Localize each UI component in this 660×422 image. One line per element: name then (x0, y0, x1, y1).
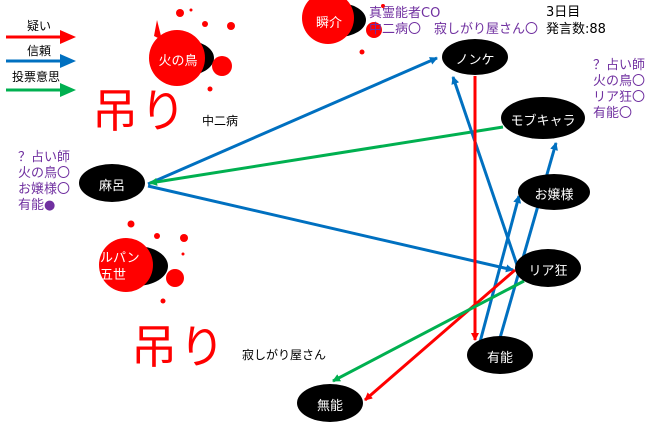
legend-arrowhead-vote (60, 83, 76, 97)
note-line: お嬢様〇 (18, 182, 71, 197)
node-shunsuke[interactable]: 瞬介 (315, 16, 342, 31)
edge-riakyo-suspect-munou (364, 268, 516, 402)
legend-suspect-label: 疑い (27, 19, 52, 33)
node-nonke[interactable]: ノンケ (455, 53, 495, 68)
legend-arrowhead-suspect (60, 30, 76, 44)
note-line: 有能● (18, 198, 56, 213)
node-riakyo[interactable]: リア狂 (528, 264, 568, 279)
legend-trust-label: 信頼 (27, 44, 52, 58)
note-line: 有能〇 (593, 106, 633, 121)
node-lupin-line2: 五世 (100, 268, 127, 283)
edge-mobu-vote-maro (149, 125, 504, 186)
note-line: 中二病〇 寂しがり屋さん〇 (369, 22, 539, 37)
hanged-sub-1: 中二病 (202, 114, 239, 128)
note-maro: ？占い師 火の鳥〇 お嬢様〇 有能● (18, 150, 70, 214)
note-line: リア狂〇 (593, 90, 646, 105)
node-hinotori-splatter[interactable] (149, 8, 235, 92)
node-mobu-shape[interactable] (501, 97, 585, 139)
node-lupin[interactable]: ルパン 五世 (100, 250, 156, 284)
day-counter: 3日目 (546, 5, 581, 20)
node-yuunou-shape[interactable] (467, 336, 533, 374)
node-hinotori[interactable]: 火の鳥 (158, 54, 198, 69)
node-lupin-splatter[interactable] (99, 220, 188, 304)
node-ojou[interactable]: お嬢様 (534, 188, 574, 203)
edge-riakyo-trust-nonke (451, 76, 519, 266)
post-count: 発言数:88 (546, 22, 606, 37)
edge-maro-trust-nonke (147, 56, 438, 186)
hanged-mark-2: 吊り (131, 320, 227, 374)
hanged-mark-1: 吊り (92, 84, 188, 138)
node-riakyo-shape[interactable] (515, 249, 581, 287)
note-mobu: ？占い師 火の鳥〇 リア狂〇 有能〇 (593, 58, 645, 122)
note-line: ？占い師 (593, 58, 646, 73)
note-line: 真霊能者CO (369, 6, 441, 21)
node-yuunou[interactable]: 有能 (486, 351, 513, 366)
note-shunsuke: 真霊能者CO 中二病〇 寂しがり屋さん〇 (369, 6, 538, 38)
edge-riakyo-vote-munou (332, 279, 525, 383)
edge-yuunou-trust-ojou (478, 195, 522, 343)
node-munou-shape[interactable] (297, 384, 363, 422)
node-ojou-shape[interactable] (518, 174, 590, 210)
legend-vote-label: 投票意思 (12, 70, 61, 84)
note-line: 火の鳥〇 (18, 166, 71, 181)
node-munou[interactable]: 無能 (316, 399, 343, 414)
node-shunsuke-splatter[interactable] (302, 0, 385, 55)
note-line: 火の鳥〇 (593, 74, 646, 89)
node-lupin-line1: ルパン (100, 251, 140, 266)
node-maro[interactable]: 麻呂 (98, 179, 125, 194)
hanged-sub-2: 寂しがり屋さん (242, 348, 327, 362)
node-mobu[interactable]: モブキャラ (510, 114, 576, 129)
node-maro-shape[interactable] (79, 164, 145, 202)
note-line: ？占い師 (18, 150, 71, 165)
legend-arrowhead-trust (60, 54, 76, 68)
edge-maro-trust-riakyo (147, 184, 514, 273)
node-nonke-shape[interactable] (442, 39, 508, 75)
